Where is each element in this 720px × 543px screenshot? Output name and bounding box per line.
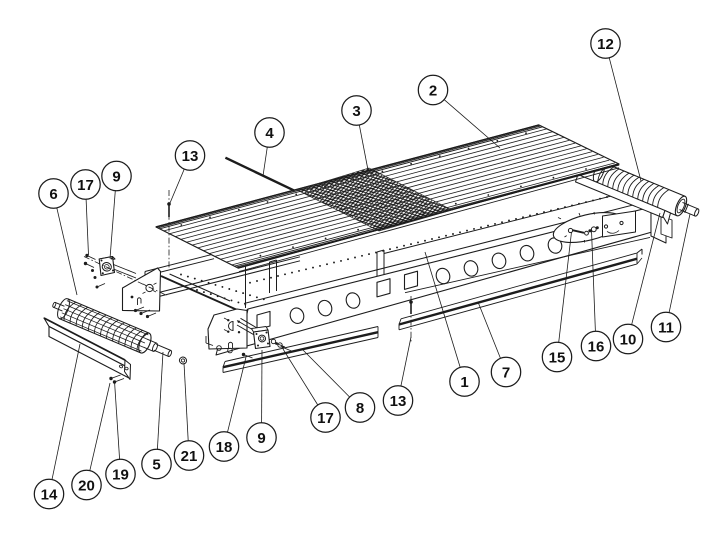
svg-text:17: 17 xyxy=(77,177,94,194)
svg-text:14: 14 xyxy=(41,486,58,503)
svg-text:7: 7 xyxy=(502,364,510,381)
svg-text:11: 11 xyxy=(658,319,674,336)
svg-text:9: 9 xyxy=(257,430,265,447)
svg-text:19: 19 xyxy=(112,466,129,483)
svg-text:17: 17 xyxy=(317,410,334,427)
svg-text:6: 6 xyxy=(49,186,57,203)
svg-text:2: 2 xyxy=(429,82,437,99)
svg-text:12: 12 xyxy=(597,36,614,53)
svg-text:13: 13 xyxy=(182,148,199,165)
svg-text:4: 4 xyxy=(265,125,274,142)
svg-text:20: 20 xyxy=(78,477,95,494)
svg-text:9: 9 xyxy=(112,168,120,185)
svg-text:15: 15 xyxy=(549,349,566,366)
svg-text:13: 13 xyxy=(390,393,407,410)
svg-text:3: 3 xyxy=(352,103,360,120)
svg-text:1: 1 xyxy=(460,374,468,391)
svg-text:10: 10 xyxy=(620,331,637,348)
svg-text:5: 5 xyxy=(152,456,160,473)
svg-text:21: 21 xyxy=(181,448,198,465)
svg-text:18: 18 xyxy=(216,439,233,456)
svg-text:8: 8 xyxy=(356,400,364,417)
svg-text:16: 16 xyxy=(588,338,605,355)
